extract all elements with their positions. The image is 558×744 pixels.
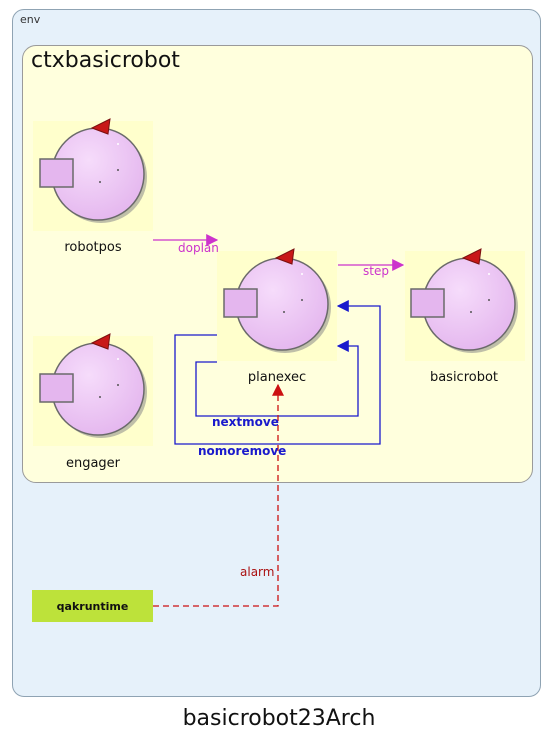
- edge-label-step: step: [363, 264, 389, 278]
- edge-label-alarm: alarm: [240, 565, 275, 579]
- edge-label-nomoremove: nomoremove: [198, 444, 287, 458]
- actor-icon: [39, 118, 148, 224]
- env-label: env: [20, 13, 41, 26]
- actor-label-basicrobot: basicrobot: [429, 370, 499, 385]
- edge-label-nextmove: nextmove: [212, 415, 279, 429]
- actor-label-planexec: planexec: [247, 370, 307, 385]
- edge-nextmove: [195, 340, 359, 417]
- edge-label-doplan: doplan: [178, 241, 219, 255]
- external-qakruntime-label: qakruntime: [56, 599, 129, 613]
- edge-alarm: [153, 383, 284, 607]
- context-label: ctxbasicrobot: [31, 48, 180, 73]
- actor-icon: [410, 248, 519, 354]
- diagram-caption: basicrobot23Arch: [182, 706, 376, 731]
- actor-label-robotpos: robotpos: [64, 240, 122, 255]
- edge-nomoremove: [174, 300, 381, 445]
- actor-icon: [223, 248, 332, 354]
- actor-icon: [39, 333, 148, 439]
- actor-label-engager: engager: [65, 456, 121, 471]
- external-qakruntime: qakruntime: [32, 590, 153, 622]
